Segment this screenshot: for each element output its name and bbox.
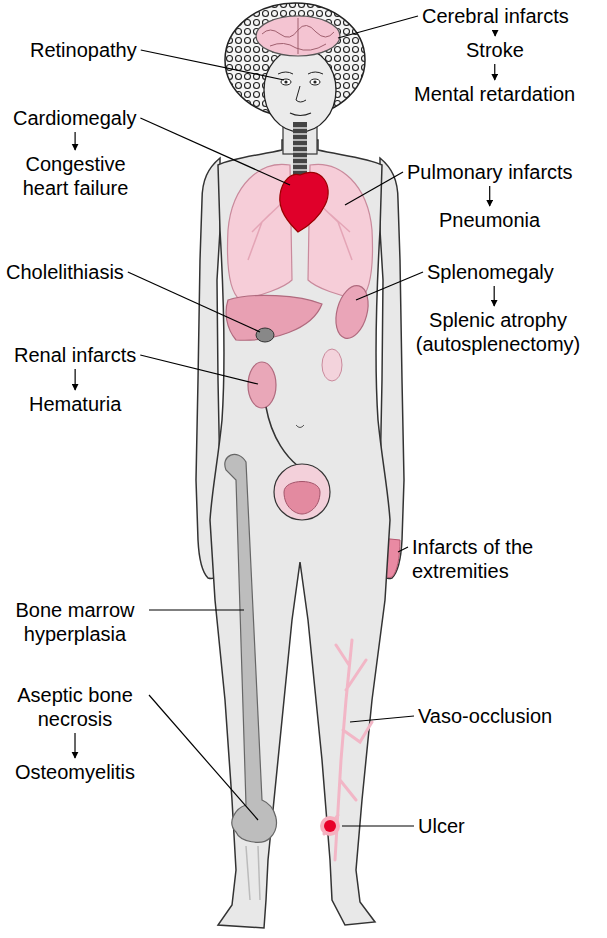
sequence-arrow	[75, 369, 76, 390]
pupil	[284, 80, 287, 83]
bladder	[274, 464, 330, 520]
leader-line	[356, 272, 423, 300]
leader-line	[350, 716, 414, 722]
leader-line	[345, 172, 403, 205]
ureter	[266, 407, 298, 466]
ulcer-halo	[320, 816, 340, 836]
complication-label: Stroke	[466, 38, 524, 62]
leader-line	[140, 118, 290, 185]
brain-folds	[262, 18, 334, 54]
leader-line	[128, 272, 260, 332]
sequence-arrow	[74, 132, 75, 150]
complication-label: Pulmonary infarcts	[407, 160, 573, 184]
complication-label: Cholelithiasis	[6, 260, 124, 284]
pupil	[313, 80, 316, 83]
leader-line	[149, 695, 258, 820]
sequence-arrow	[74, 733, 75, 758]
leader-lines	[128, 16, 423, 826]
leader-line	[141, 50, 284, 80]
leg-vessels	[324, 640, 372, 860]
face	[264, 48, 336, 132]
sequence-arrow	[489, 186, 490, 206]
sequence-arrow	[495, 30, 496, 36]
sequence-arrows	[75, 30, 495, 758]
kidney	[248, 362, 276, 408]
kidney	[322, 349, 342, 381]
ulcer-spot	[324, 820, 336, 832]
complication-label: Splenomegaly	[427, 260, 554, 284]
body-silhouette	[210, 140, 390, 928]
complication-label: Renal infarcts	[14, 343, 136, 367]
complication-label: Aseptic bone necrosis	[5, 683, 145, 731]
trachea-rings	[293, 128, 307, 170]
complication-label: Congestive heart failure	[8, 152, 143, 200]
gallbladder	[256, 328, 274, 342]
trachea	[293, 122, 307, 178]
eyebrows	[278, 72, 323, 74]
eye	[310, 79, 320, 85]
mouth	[290, 113, 311, 116]
complication-label: Mental retardation	[414, 82, 575, 106]
leader-line	[338, 16, 418, 38]
femur	[225, 454, 277, 842]
leader-line	[140, 355, 258, 384]
complication-label: Ulcer	[418, 814, 465, 838]
navel	[296, 425, 304, 428]
sequence-arrow	[494, 286, 495, 306]
complication-label: Cerebral infarcts	[422, 4, 569, 28]
heart	[280, 172, 328, 232]
complication-label: Retinopathy	[30, 38, 137, 62]
complication-label: Infarcts of the extremities	[412, 535, 572, 583]
brain	[256, 16, 340, 56]
complication-label: Vaso-occlusion	[418, 704, 552, 728]
complication-label: Pneumonia	[439, 208, 540, 232]
tibia	[246, 846, 260, 900]
leader-line	[398, 547, 408, 552]
complication-label: Cardiomegaly	[13, 106, 136, 130]
complication-label: Splenic atrophy (autosplenectomy)	[408, 308, 588, 356]
spleen	[331, 282, 374, 342]
leader-line	[149, 609, 244, 610]
nose	[296, 86, 306, 102]
complication-label: Osteomyelitis	[15, 760, 135, 784]
sequence-arrow	[494, 64, 495, 80]
bladder-inner	[284, 482, 320, 515]
complication-label: Bone marrow hyperplasia	[5, 598, 145, 646]
leader-line	[342, 825, 414, 826]
complication-label: Hematuria	[29, 392, 121, 416]
